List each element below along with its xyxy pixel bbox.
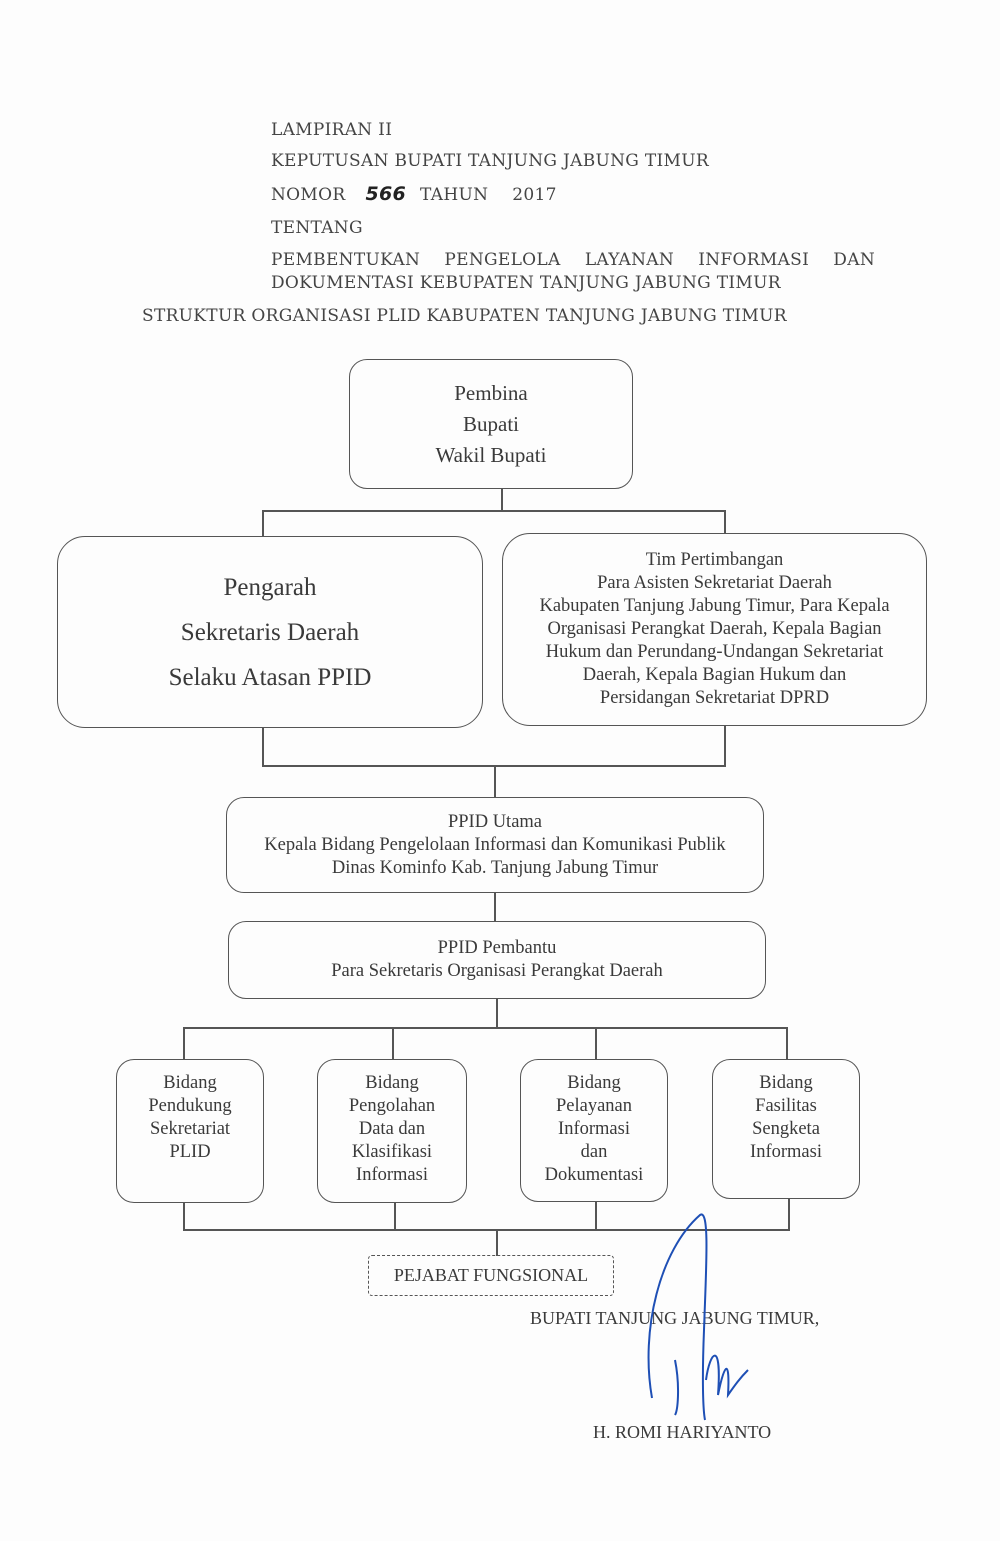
box-text: Informasi bbox=[558, 1119, 630, 1139]
tim-pertimbangan-box: Tim Pertimbangan Para Asisten Sekretaria… bbox=[502, 533, 927, 726]
bidang-pendukung-box: Bidang Pendukung Sekretariat PLID bbox=[116, 1059, 264, 1203]
bidang-pengolahan-box: Bidang Pengolahan Data dan Klasifikasi I… bbox=[317, 1059, 467, 1203]
connector-line bbox=[496, 998, 498, 1028]
box-text: Bidang bbox=[759, 1073, 813, 1093]
box-text: Bidang bbox=[365, 1073, 419, 1093]
box-text: Hukum dan Perundang-Undangan Sekretariat bbox=[545, 642, 884, 662]
box-text: Pengolahan bbox=[348, 1096, 436, 1116]
box-text: Persidangan Sekretariat DPRD bbox=[599, 688, 830, 708]
box-text: Dokumentasi bbox=[544, 1165, 644, 1185]
connector-line bbox=[788, 1198, 790, 1230]
connector-line bbox=[496, 1229, 498, 1256]
box-text: Wakil Bupati bbox=[435, 442, 547, 467]
ppid-utama-box: PPID Utama Kepala Bidang Pengelolaan Inf… bbox=[226, 797, 764, 893]
box-text: Bidang bbox=[163, 1073, 217, 1093]
box-text: dan bbox=[580, 1142, 608, 1162]
chart-title: STRUKTUR ORGANISASI PLID KABUPATEN TANJU… bbox=[142, 306, 787, 326]
connector-line bbox=[183, 1202, 185, 1230]
connector-line bbox=[262, 510, 264, 537]
box-text: PPID Pembantu bbox=[437, 938, 557, 958]
box-text: Informasi bbox=[356, 1165, 428, 1185]
connector-line bbox=[494, 765, 496, 798]
pengarah-box: Pengarah Sekretaris Daerah Selaku Atasan… bbox=[57, 536, 483, 728]
box-text: Data dan bbox=[358, 1119, 426, 1139]
connector-line bbox=[392, 1027, 394, 1059]
box-text: PPID Utama bbox=[447, 811, 543, 832]
box-text: Sengketa bbox=[752, 1119, 820, 1139]
box-text: PEJABAT FUNGSIONAL bbox=[393, 1265, 589, 1285]
tahun-value: 2017 bbox=[512, 185, 557, 205]
ppid-pembantu-box: PPID Pembantu Para Sekretaris Organisasi… bbox=[228, 921, 766, 999]
connector-line bbox=[262, 510, 725, 512]
signatory-name: H. ROMI HARIYANTO bbox=[593, 1422, 772, 1442]
connector-line bbox=[724, 510, 726, 534]
box-text: Klasifikasi bbox=[351, 1142, 433, 1162]
box-text: PLID bbox=[169, 1142, 211, 1162]
box-text: Fasilitas bbox=[755, 1096, 817, 1116]
box-text: Dinas Kominfo Kab. Tanjung Jabung Timur bbox=[331, 857, 659, 878]
box-text: Informasi bbox=[750, 1142, 822, 1162]
tentang-label: TENTANG bbox=[271, 218, 363, 238]
box-text: Sekretaris Daerah bbox=[180, 618, 360, 646]
signatory-title: BUPATI TANJUNG JABUNG TIMUR, bbox=[530, 1308, 820, 1328]
box-text: Pelayanan bbox=[555, 1096, 633, 1116]
bidang-pelayanan-box: Bidang Pelayanan Informasi dan Dokumenta… bbox=[520, 1059, 668, 1202]
connector-line bbox=[595, 1027, 597, 1059]
connector-line bbox=[724, 725, 726, 766]
connector-line bbox=[183, 1027, 185, 1059]
connector-line bbox=[262, 727, 264, 766]
subject-line-2: DOKUMENTASI KEBUPATEN TANJUNG JABUNG TIM… bbox=[271, 273, 781, 293]
subject-line-1: PEMBENTUKAN PENGELOLA LAYANAN INFORMASI … bbox=[271, 250, 875, 270]
bidang-fasilitas-box: Bidang Fasilitas Sengketa Informasi bbox=[712, 1059, 860, 1199]
box-text: Para Sekretaris Organisasi Perangkat Dae… bbox=[331, 961, 663, 981]
nomor-value: 566 bbox=[365, 183, 407, 205]
pejabat-fungsional-box: PEJABAT FUNGSIONAL bbox=[368, 1255, 614, 1296]
connector-line bbox=[183, 1027, 787, 1029]
nomor-line: NOMOR 566 TAHUN 2017 bbox=[271, 184, 557, 205]
pembina-box: Pembina Bupati Wakil Bupati bbox=[349, 359, 633, 489]
box-text: Para Asisten Sekretariat Daerah bbox=[597, 573, 832, 593]
box-text: Bidang bbox=[567, 1073, 621, 1093]
box-text: Kabupaten Tanjung Jabung Timur, Para Kep… bbox=[539, 596, 890, 616]
lampiran-label: LAMPIRAN II bbox=[271, 120, 393, 140]
box-text: Tim Pertimbangan bbox=[645, 550, 784, 570]
connector-line bbox=[595, 1201, 597, 1230]
box-text: Selaku Atasan PPID bbox=[168, 663, 372, 691]
box-text: Daerah, Kepala Bagian Hukum dan bbox=[582, 665, 847, 685]
connector-line bbox=[501, 488, 503, 511]
connector-line bbox=[394, 1202, 396, 1230]
nomor-label: NOMOR bbox=[271, 185, 346, 205]
connector-line bbox=[494, 892, 496, 922]
keputusan-label: KEPUTUSAN BUPATI TANJUNG JABUNG TIMUR bbox=[271, 151, 709, 171]
tahun-label: TAHUN bbox=[420, 185, 489, 205]
box-text: Kepala Bidang Pengelolaan Informasi dan … bbox=[264, 834, 726, 855]
box-text: Pembina bbox=[454, 380, 528, 405]
box-text: Bupati bbox=[463, 411, 519, 436]
connector-line bbox=[183, 1229, 790, 1231]
handwritten-signature bbox=[647, 1213, 749, 1421]
box-text: Sekretariat bbox=[149, 1119, 231, 1139]
connector-line bbox=[786, 1027, 788, 1059]
box-text: Pendukung bbox=[148, 1096, 232, 1116]
box-text: Pengarah bbox=[223, 573, 317, 601]
box-text: Organisasi Perangkat Daerah, Kepala Bagi… bbox=[547, 619, 882, 639]
